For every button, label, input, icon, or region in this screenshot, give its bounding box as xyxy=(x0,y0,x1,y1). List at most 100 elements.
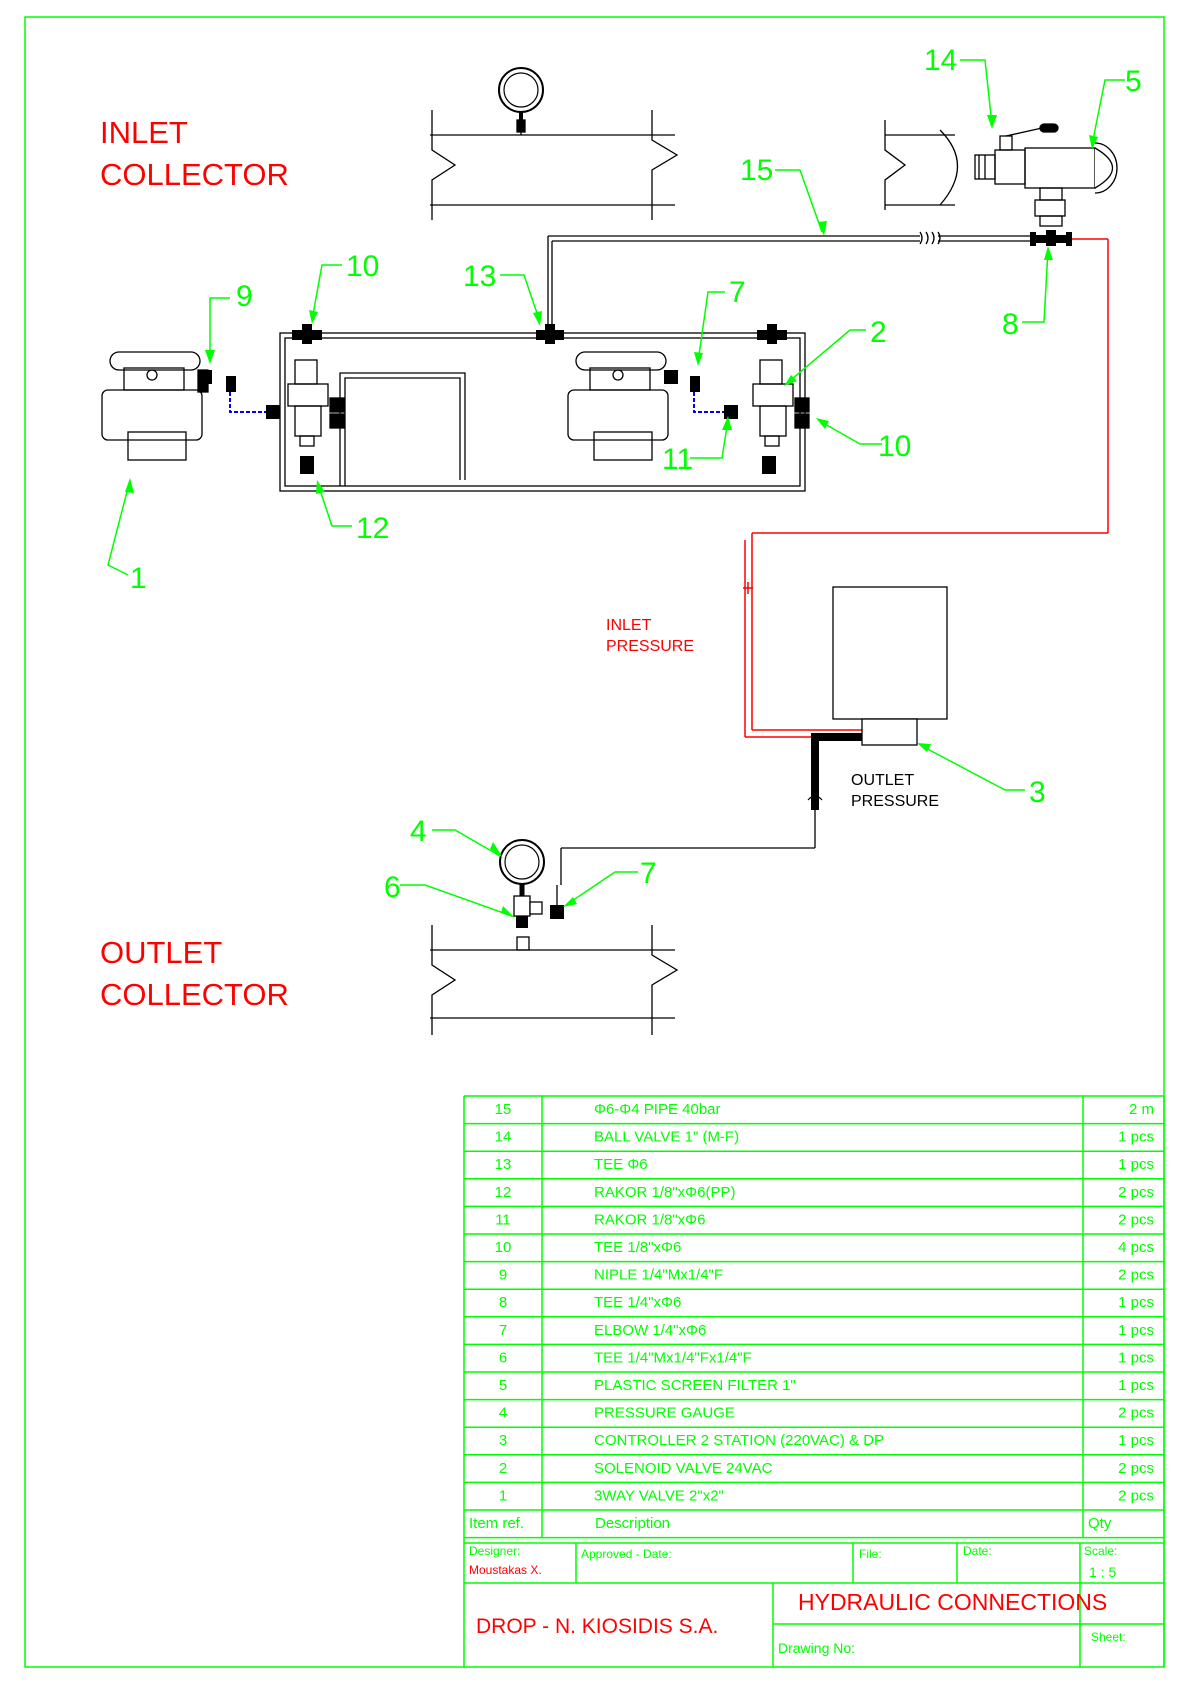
pipe-15-top xyxy=(547,231,1030,330)
inlet-pressure-line xyxy=(743,238,1109,738)
date-label: Date: xyxy=(963,1544,992,1558)
approved-label: Approved - Date: xyxy=(581,1547,672,1561)
callout-10-right: 10 xyxy=(878,430,911,463)
callout-7-bottom: 7 xyxy=(640,857,657,890)
bom-row-qty: 1 pcs xyxy=(1118,1432,1154,1449)
rakor-11-right-icon xyxy=(724,405,738,419)
solenoid-valve-right-icon xyxy=(752,359,810,447)
callout-14: 14 xyxy=(924,44,957,77)
callout-10-top: 10 xyxy=(346,250,379,283)
callout-3: 3 xyxy=(1029,776,1046,809)
blue-hose-left xyxy=(229,392,268,413)
bom-row-ref: 1 xyxy=(499,1487,507,1504)
bom-row-qty: 2 m xyxy=(1129,1101,1154,1118)
bom-row-description: PLASTIC SCREEN FILTER 1" xyxy=(594,1377,796,1394)
outlet-pressure-line xyxy=(560,733,862,885)
callout-15: 15 xyxy=(740,154,773,187)
drawing-no-label: Drawing No: xyxy=(778,1640,855,1656)
bom-row-ref: 8 xyxy=(499,1294,507,1311)
sheet-label: Sheet: xyxy=(1091,1630,1126,1644)
bom-row-qty: 1 pcs xyxy=(1118,1377,1154,1394)
callout-11: 11 xyxy=(662,443,693,476)
bom-row-ref: 14 xyxy=(495,1129,512,1146)
bom-row-qty: 2 pcs xyxy=(1118,1487,1154,1504)
outlet-pressure-gauge-icon xyxy=(499,839,545,928)
callout-4: 4 xyxy=(410,815,427,848)
inlet-pressure-label-line1: INLET xyxy=(606,617,652,634)
file-label: File: xyxy=(859,1547,882,1561)
bom-row-description: TEE 1/4"xΦ6 xyxy=(594,1294,681,1311)
inlet-collector-pipe xyxy=(430,110,679,220)
designer-value: Moustakas X. xyxy=(469,1563,542,1577)
bom-row-qty: 4 pcs xyxy=(1118,1239,1154,1256)
scale-value: 1 : 5 xyxy=(1089,1564,1116,1580)
inlet-pressure-gauge-icon xyxy=(498,67,544,122)
callout-12: 12 xyxy=(356,512,389,545)
bom-row-ref: 7 xyxy=(499,1322,507,1339)
callout-9: 9 xyxy=(236,280,253,313)
bom-header-ref: Item ref. xyxy=(469,1515,524,1532)
three-way-valve-left-icon xyxy=(101,351,209,461)
callout-6: 6 xyxy=(384,871,401,904)
callout-8: 8 xyxy=(1002,308,1019,341)
bom-row-ref: 15 xyxy=(495,1101,512,1118)
rakor-12-left-icon xyxy=(300,456,314,474)
nipple-9-icon xyxy=(198,370,236,392)
bom-row-qty: 1 pcs xyxy=(1118,1294,1154,1311)
bom-row-ref: 3 xyxy=(499,1432,507,1449)
blue-hose-right xyxy=(693,392,726,413)
outlet-collector-label-line1: OUTLET xyxy=(100,935,222,970)
bom-row-ref: 12 xyxy=(495,1184,512,1201)
inlet-collector-pipe-right xyxy=(884,120,959,210)
bom-row-ref: 13 xyxy=(495,1156,512,1173)
bom-row-qty: 2 pcs xyxy=(1118,1184,1154,1201)
company-name: DROP - N. KIOSIDIS S.A. xyxy=(476,1615,718,1638)
rakor-11-left-icon xyxy=(266,405,280,419)
bom-row-qty: 1 pcs xyxy=(1118,1156,1154,1173)
bom-row-ref: 11 xyxy=(495,1211,511,1228)
bom-row-ref: 6 xyxy=(499,1349,507,1366)
inlet-collector-label-line1: INLET xyxy=(100,115,188,150)
inlet-pressure-label-line2: PRESSURE xyxy=(606,638,694,655)
outlet-pressure-label-line2: PRESSURE xyxy=(851,793,939,810)
callout-arrowheads xyxy=(125,115,1098,918)
tee-10-right-icon xyxy=(757,324,787,344)
elbow-7-top-icon xyxy=(664,370,700,392)
bom-row-description: NIPLE 1/4"Mx1/4"F xyxy=(594,1267,723,1284)
ball-valve-icon xyxy=(974,123,1059,185)
tee-10-left-icon xyxy=(292,324,322,344)
bom-row-ref: 4 xyxy=(499,1405,507,1422)
bom-header-description: Description xyxy=(595,1515,670,1532)
outlet-collector-label-line2: COLLECTOR xyxy=(100,977,289,1012)
bom-row-ref: 2 xyxy=(499,1460,507,1477)
callout-1: 1 xyxy=(130,562,147,595)
bom-row-qty: 2 pcs xyxy=(1118,1267,1154,1284)
callout-7-top: 7 xyxy=(729,276,746,309)
bom-row-description: PRESSURE GAUGE xyxy=(594,1405,735,1422)
bom-row-qty: 2 pcs xyxy=(1118,1405,1154,1422)
bom-row-ref: 9 xyxy=(499,1267,507,1284)
bom-row-qty: 1 pcs xyxy=(1118,1322,1154,1339)
bom-row-description: TEE Φ6 xyxy=(594,1156,648,1173)
drawing-frame xyxy=(24,16,1165,1668)
callout-5: 5 xyxy=(1125,65,1142,98)
screen-filter-icon xyxy=(1024,142,1118,227)
bom-row-description: RAKOR 1/8"xΦ6(PP) xyxy=(594,1184,736,1201)
bom-row-description: RAKOR 1/8"xΦ6 xyxy=(594,1211,706,1228)
bom-row-description: SOLENOID VALVE 24VAC xyxy=(594,1460,773,1477)
callout-leaders xyxy=(107,59,1125,917)
bom-row-description: BALL VALVE 1" (M-F) xyxy=(594,1129,739,1146)
solenoid-valve-left-icon xyxy=(287,359,345,447)
tee-13-icon xyxy=(536,324,564,344)
bom-row-ref: 5 xyxy=(499,1377,507,1394)
callout-2: 2 xyxy=(870,316,887,349)
controller-box xyxy=(832,586,948,720)
designer-label: Designer: xyxy=(469,1544,520,1558)
bom-row-qty: 1 pcs xyxy=(1118,1129,1154,1146)
outlet-pressure-label-line1: OUTLET xyxy=(851,772,914,789)
bom-row-description: Φ6-Φ4 PIPE 40bar xyxy=(594,1101,721,1118)
inlet-collector-label-line2: COLLECTOR xyxy=(100,157,289,192)
bom-row-description: ELBOW 1/4"xΦ6 xyxy=(594,1322,706,1339)
bom-row-description: TEE 1/8"xΦ6 xyxy=(594,1239,681,1256)
